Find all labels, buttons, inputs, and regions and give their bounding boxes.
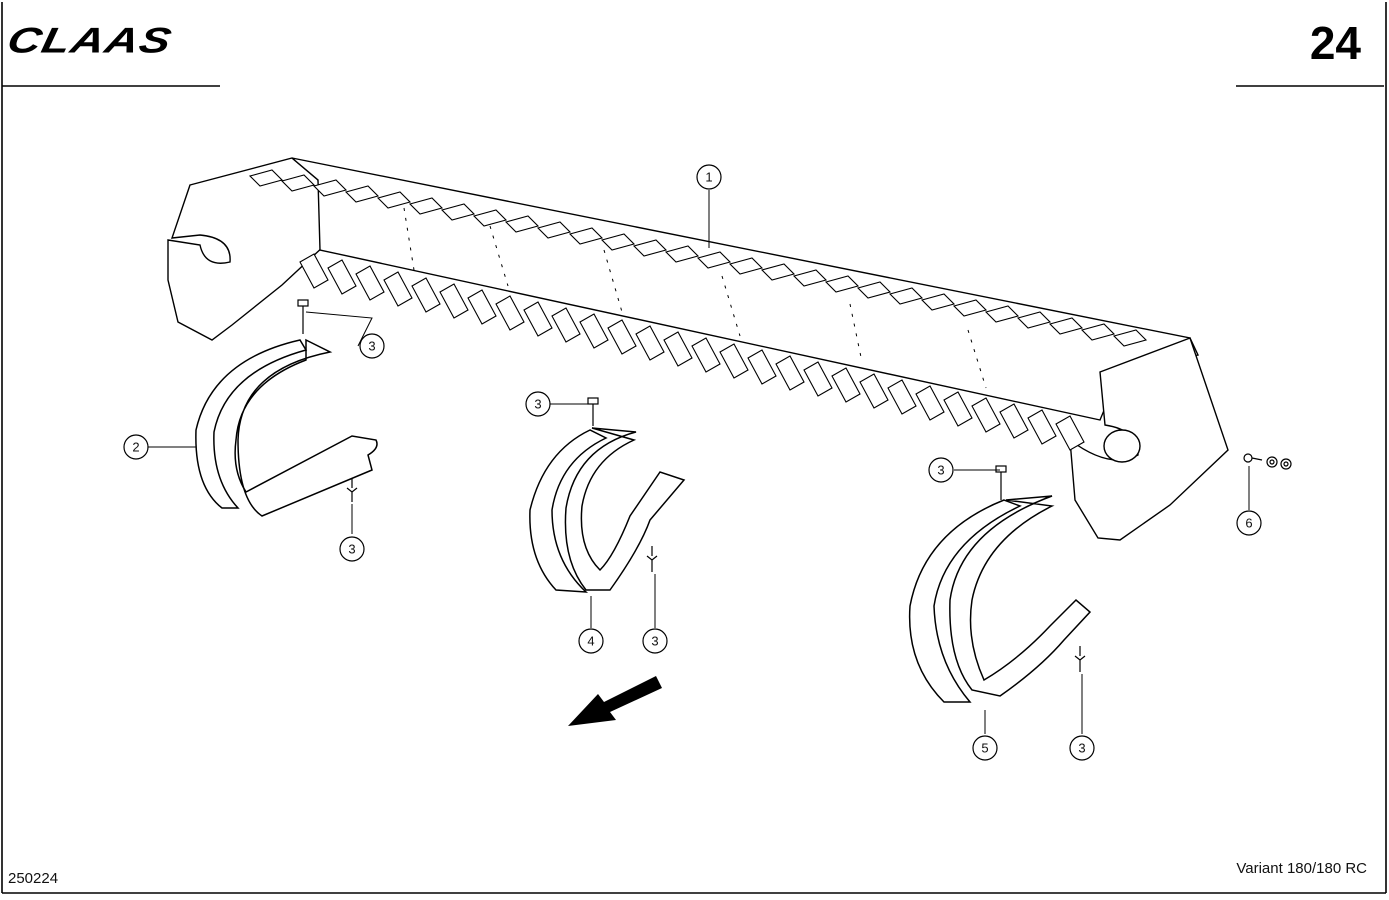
shaft-stub <box>1103 429 1141 463</box>
document-code: 250224 <box>8 870 59 887</box>
callout-label: 3 <box>348 542 355 557</box>
bolt-icon <box>587 397 599 426</box>
callout-label: 3 <box>368 339 375 354</box>
fastener-set <box>1243 453 1292 470</box>
stripper-bracket-4 <box>529 427 686 593</box>
callout-2: 2 <box>123 434 149 460</box>
callout-1: 1 <box>696 164 722 190</box>
washer-icon <box>1266 456 1278 468</box>
left-end-plate <box>167 157 326 341</box>
bolt-icon <box>1074 646 1086 672</box>
callout-label: 2 <box>132 440 139 455</box>
callout-4: 4 <box>578 628 604 654</box>
nut-icon <box>1280 458 1292 470</box>
lower-tine-row <box>299 253 1085 451</box>
callout-label: 4 <box>587 634 594 649</box>
bolt-icon <box>297 299 309 334</box>
model-name: Variant 180/180 RC <box>1236 860 1367 877</box>
drum-guide-lines <box>403 207 987 389</box>
direction-arrow-icon <box>568 676 662 726</box>
callout-5: 5 <box>972 735 998 761</box>
bolt-icon <box>995 465 1007 500</box>
callout-label: 5 <box>981 741 988 756</box>
callout-3: 3 <box>359 333 385 359</box>
callout-label: 1 <box>705 170 712 185</box>
callout-3: 3 <box>525 391 551 417</box>
bolt-icons <box>297 299 1086 672</box>
callout-3: 3 <box>642 628 668 654</box>
callout-label: 3 <box>1078 741 1085 756</box>
page-number: 24 <box>1309 17 1361 69</box>
callout-label: 6 <box>1245 516 1252 531</box>
callout-label: 3 <box>534 397 541 412</box>
leader-lines <box>148 190 1250 734</box>
stripper-bracket-5 <box>908 495 1092 703</box>
screw-icon <box>1243 453 1263 463</box>
callout-3: 3 <box>339 536 365 562</box>
bolt-icon <box>346 478 358 502</box>
callout-6: 6 <box>1236 510 1262 536</box>
bolt-icon <box>646 546 658 572</box>
callout-3: 3 <box>928 457 954 483</box>
upper-tine-row <box>248 169 1148 347</box>
stripper-bracket-2 <box>195 338 378 517</box>
callout-label: 3 <box>937 463 944 478</box>
callout-label: 3 <box>651 634 658 649</box>
callout-3: 3 <box>1069 735 1095 761</box>
